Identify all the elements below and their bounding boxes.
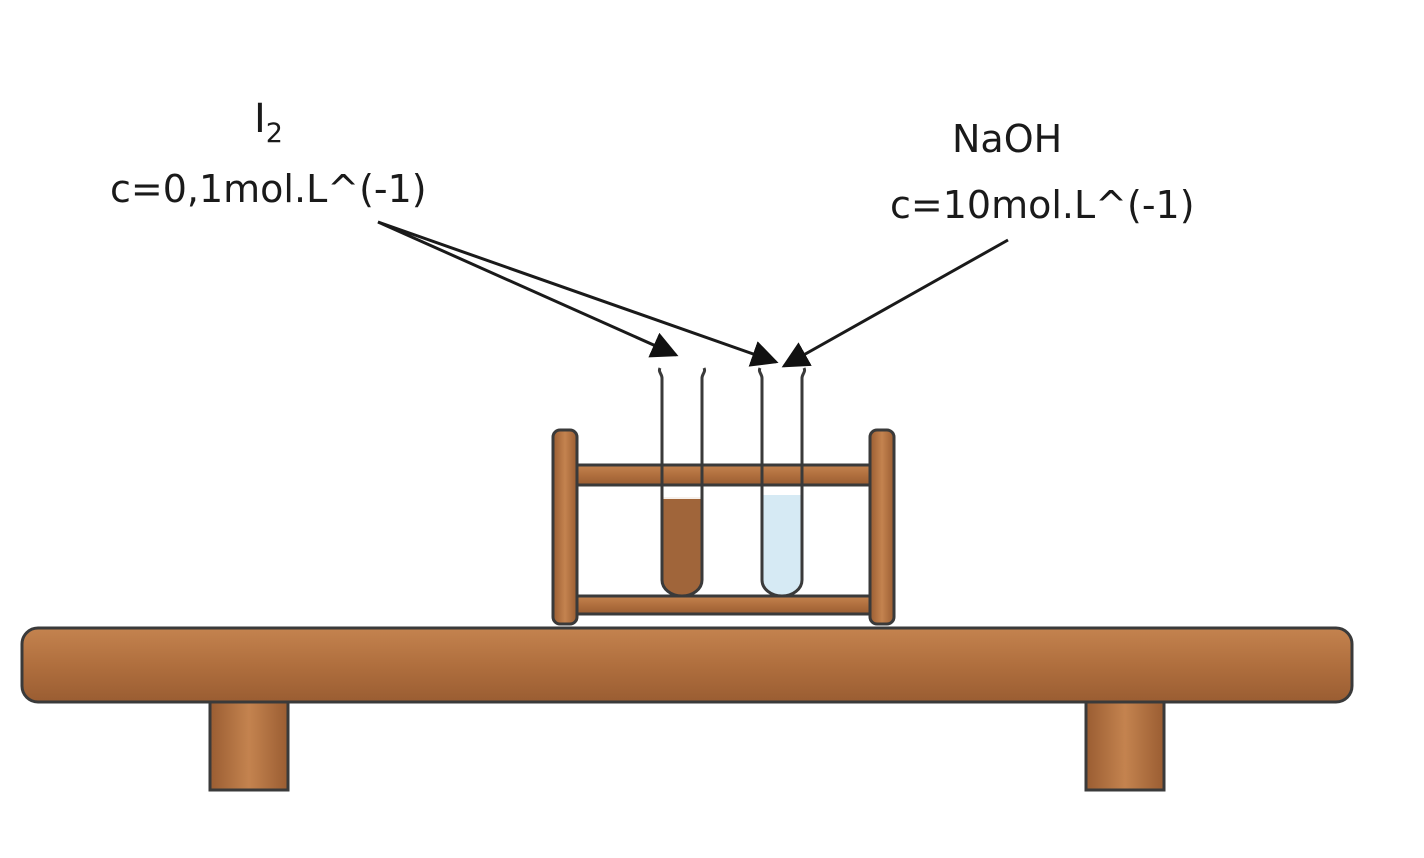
naoh-label: NaOH c=10mol.L^(-1)	[890, 117, 1195, 227]
iodine-concentration: c=0,1mol.L^(-1)	[110, 167, 427, 211]
pointer-arrows	[377, 220, 1009, 368]
naoh-concentration: c=10mol.L^(-1)	[890, 183, 1195, 227]
test-tube-rack	[566, 463, 882, 616]
lab-table	[20, 626, 1354, 792]
table-leg-right	[1084, 698, 1166, 792]
iodine-solution	[662, 497, 702, 596]
rack-bar-top	[566, 463, 882, 487]
naoh-test-tube	[757, 367, 807, 598]
iodine-tube-glass	[657, 367, 707, 598]
naoh-tube-glass	[757, 367, 807, 598]
table-top	[20, 626, 1354, 704]
iodine-test-tube	[657, 367, 707, 598]
iodine-label: I2 c=0,1mol.L^(-1)	[110, 96, 427, 211]
iodine-meniscus	[662, 492, 702, 499]
iodine-arrow-to-right-tube	[377, 220, 779, 367]
iodine-symbol: I2	[254, 96, 283, 149]
table-leg-left	[208, 698, 290, 792]
rack-post-left	[551, 428, 579, 626]
naoh-name: NaOH	[952, 117, 1062, 161]
naoh-arrow	[781, 238, 1009, 368]
rack-post-right	[868, 428, 896, 626]
naoh-solution	[762, 495, 802, 596]
iodine-arrow-to-left-tube	[377, 220, 679, 358]
rack-bar-bottom	[566, 594, 882, 616]
iodine-subscript: 2	[266, 118, 283, 149]
